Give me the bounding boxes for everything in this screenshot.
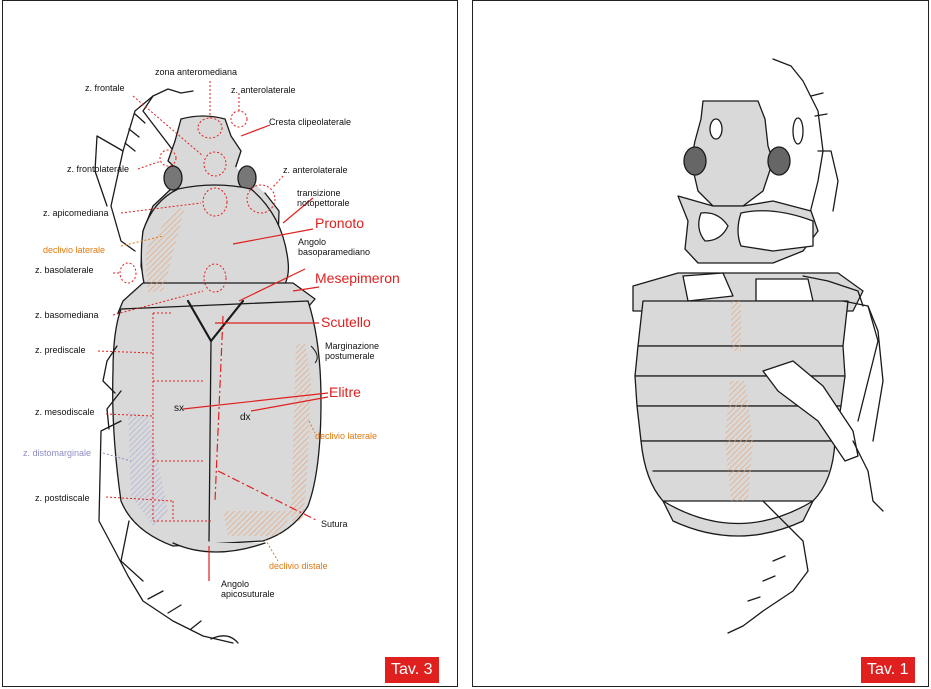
label-marginazione-postumerale: Marginazione postumerale (325, 341, 380, 361)
label-angolo-basoparamediano: Angolo basoparamediano (298, 237, 371, 257)
label-transizione-notopettorale: transizione notopettorale (297, 188, 350, 208)
label-declivio-laterale-left: declivio laterale (43, 245, 106, 255)
label-scutello: Scutello (321, 314, 371, 330)
label-sutura: Sutura (321, 519, 348, 529)
plate-badge-tav1: Tav. 1 (861, 657, 915, 683)
label-z-basolaterale: z. basolaterale (35, 265, 94, 275)
label-cresta-clipeolaterale: Cresta clipeolaterale (269, 117, 352, 127)
label-zona-anteromediana: zona anteromediana (155, 67, 238, 77)
label-z-anterolaterale-2: z. anterolaterale (283, 165, 348, 175)
label-pronoto: Pronoto (315, 215, 365, 231)
label-declivio-distale: declivio distale (269, 561, 328, 571)
label-z-apicomediana: z. apicomediana (43, 208, 109, 218)
beetle-dorsal-drawing (94, 81, 329, 644)
label-sx: sx (174, 403, 184, 414)
label-z-frontale: z. frontale (85, 83, 125, 93)
plate-badge-tav3: Tav. 3 (385, 657, 439, 683)
label-declivio-laterale-right: declivio laterale (315, 431, 378, 441)
plate-ventral: Tav. 1 (472, 0, 929, 687)
label-angolo-apicosuturale: Angolo apicosuturale (221, 579, 275, 599)
beetle-ventral-drawing (632, 58, 884, 634)
label-mesepimeron: Mesepimeron (315, 270, 400, 286)
label-z-postdiscale: z. postdiscale (35, 493, 90, 503)
label-z-basomediana: z. basomediana (35, 310, 99, 320)
label-elitre: Elitre (329, 384, 361, 400)
label-z-anterolaterale-top: z. anterolaterale (231, 85, 296, 95)
label-z-prediscale: z. prediscale (35, 345, 86, 355)
label-z-distomarginale: z. distomarginale (23, 448, 92, 458)
plate-dorsal: zona anteromediana z. frontale z. antero… (2, 0, 458, 687)
label-z-frontolaterale: z. frontolaterale (67, 164, 130, 174)
label-z-mesodiscale: z. mesodiscale (35, 407, 95, 417)
label-dx: dx (240, 412, 251, 423)
